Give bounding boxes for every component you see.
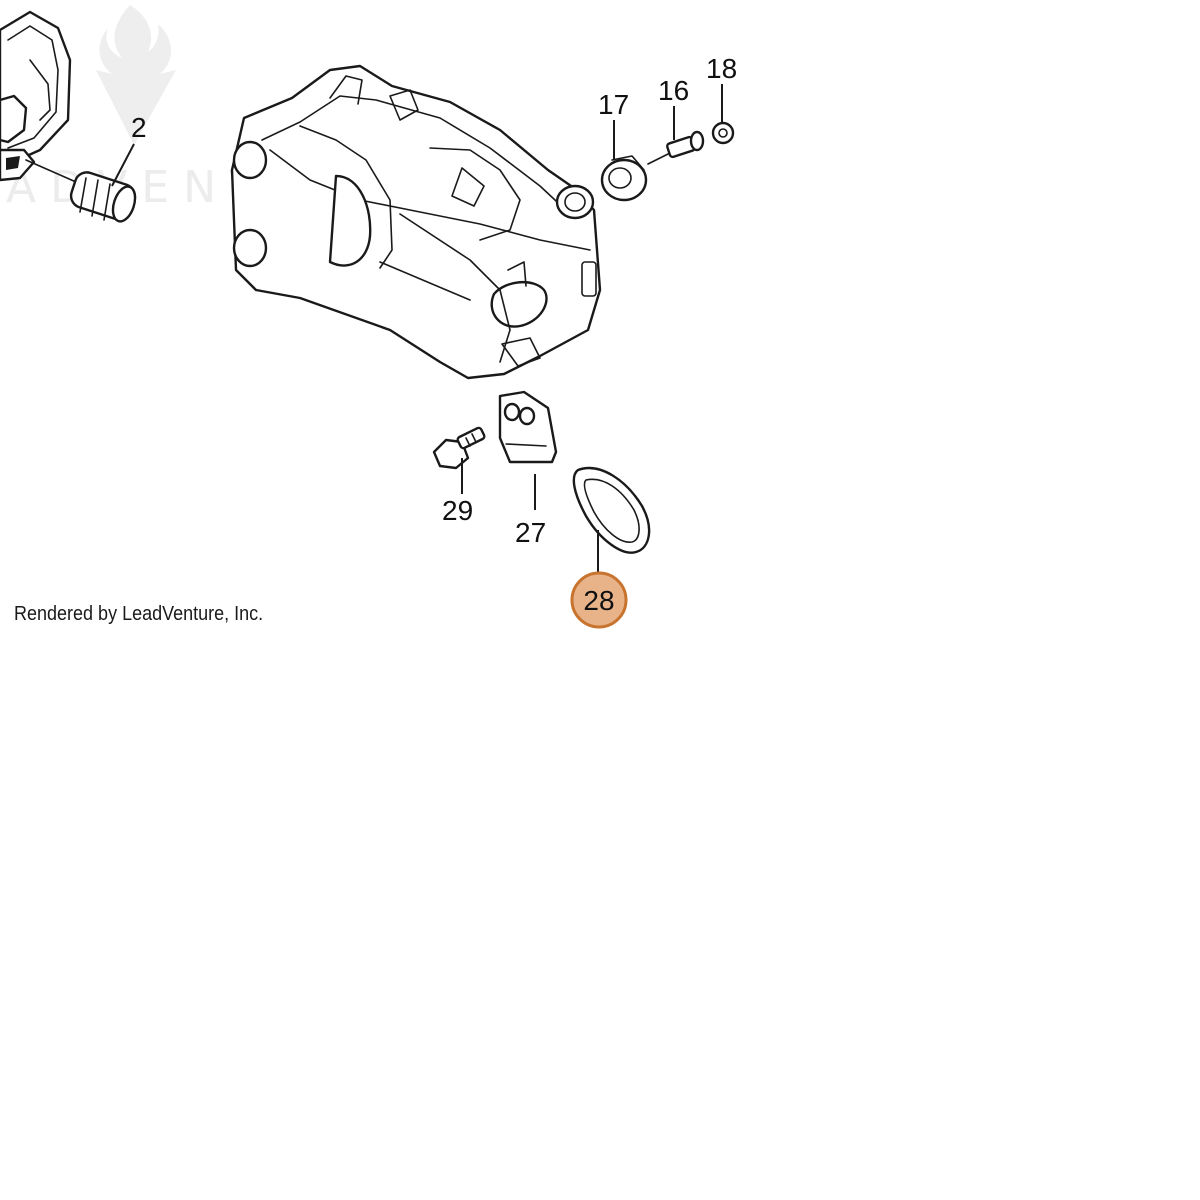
credit-text: Rendered by LeadVenture, Inc. (14, 603, 264, 625)
washer-part-18 (711, 121, 735, 145)
callout-18[interactable]: 18 (706, 53, 737, 84)
left-housing-part (0, 10, 77, 183)
leader-lines (111, 84, 723, 572)
gasket-part-28 (572, 466, 651, 554)
boot-part-2 (69, 171, 137, 223)
plug-part-17 (600, 155, 648, 202)
plate-part-27 (498, 390, 558, 464)
leader-2 (111, 143, 135, 187)
highlight-circle (570, 571, 628, 629)
flame-v-logo-icon (96, 5, 176, 145)
callout-28-highlight[interactable]: 28 (570, 571, 628, 629)
bolt-part-29 (432, 426, 486, 470)
callout-27[interactable]: 27 (515, 517, 546, 548)
callout-29[interactable]: 29 (442, 495, 473, 526)
callout-28[interactable]: 28 (583, 585, 614, 616)
main-housing-part (230, 64, 602, 380)
callout-16[interactable]: 16 (658, 75, 689, 106)
callout-17[interactable]: 17 (598, 89, 629, 120)
callout-2[interactable]: 2 (131, 112, 147, 143)
screw-part-16 (647, 130, 705, 165)
